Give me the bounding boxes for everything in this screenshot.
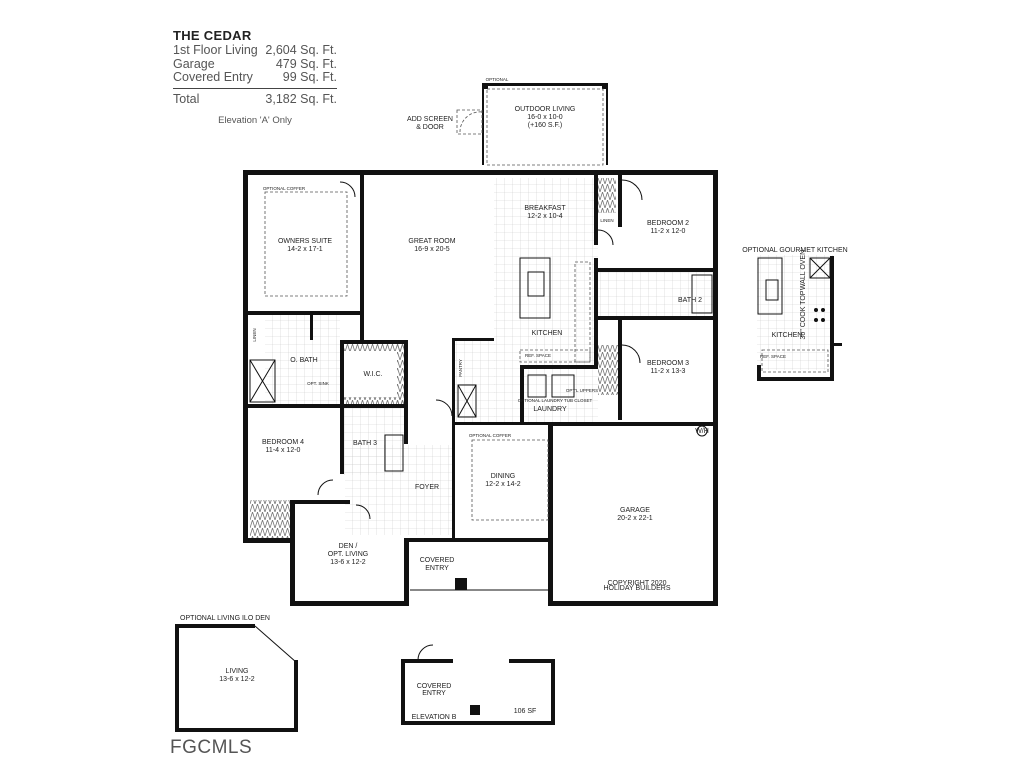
- sqft-row: Garage 479 Sq. Ft.: [173, 56, 337, 72]
- sqft-value: 479 Sq. Ft.: [275, 56, 337, 71]
- elevation-b-label: ELEVATION B: [412, 714, 457, 721]
- room-dims: 13-6 x 12-2: [219, 676, 255, 683]
- living-den-title: OPTIONAL LIVING ILO DEN: [180, 615, 270, 622]
- elevation-b-entry: COVERED ENTRY ELEVATION B 106 SF: [401, 644, 555, 725]
- room-area: (+160 S.F.): [528, 122, 562, 129]
- optional-living-ilo-den: OPTIONAL LIVING ILO DEN LIVING 13-6 x 12…: [175, 615, 298, 732]
- room-garage: GARAGE: [620, 507, 650, 514]
- room-covered-entry: COVERED: [417, 683, 452, 690]
- sqft-value: 99 Sq. Ft.: [282, 70, 337, 84]
- cooktop-label: 36" COOK TOP: [800, 290, 807, 339]
- optional-label: OPTIONAL: [486, 77, 509, 82]
- room-dims: 12-2 x 10-4: [527, 213, 563, 220]
- sqft-label: Covered Entry: [173, 70, 253, 84]
- room-dims: 11-2 x 12-0: [651, 228, 686, 235]
- sqft-value: 3,182 Sq. Ft.: [265, 91, 337, 106]
- elevation-note: Elevation 'A' Only: [218, 115, 292, 126]
- room-dims: 11-4 x 12-0: [266, 447, 301, 454]
- wall-oven-label: WALL OVEN: [800, 250, 807, 290]
- sqft-total-row: Total 3,182 Sq. Ft.: [173, 91, 337, 107]
- room-kitchen: KITCHEN: [532, 330, 563, 337]
- outdoor-living: OPTIONAL OUTDOOR LIVING 16-0 x 10-0 (+16…: [407, 77, 608, 166]
- room-bath-3: BATH 3: [353, 440, 377, 447]
- room-name: OUTDOOR LIVING: [515, 106, 576, 113]
- room-dims: 20-2 x 22-1: [617, 515, 653, 522]
- opt-sink-label: OPT. SINK: [307, 381, 329, 386]
- sqft-row: Covered Entry 99 Sq. Ft.: [173, 70, 337, 85]
- plan-title: THE CEDAR: [173, 28, 252, 43]
- laundry-option-label: OPTIONAL LAUNDRY TUB CLOSET: [518, 398, 593, 403]
- room-den: DEN /: [339, 543, 358, 550]
- sqft-value: 2,604 Sq. Ft.: [265, 43, 337, 57]
- copyright-label: COPYRIGHT 2020: [607, 580, 666, 587]
- screen-note: ADD SCREEN: [407, 116, 453, 123]
- room-owners-suite: OWNERS SUITE: [278, 238, 332, 245]
- room-dining: DINING: [491, 473, 516, 480]
- linen-label: LINEN: [252, 328, 257, 341]
- watermark: FGCMLS: [170, 737, 253, 758]
- sqft-label: Total: [173, 91, 200, 106]
- divider: [173, 87, 337, 89]
- sqft-row: 1st Floor Living 2,604 Sq. Ft.: [173, 43, 337, 58]
- room-dims: 14-2 x 17-1: [287, 246, 323, 253]
- room-kitchen: KITCHEN: [772, 332, 803, 339]
- sqft-label: Garage: [173, 56, 215, 71]
- room-bedroom-2: BEDROOM 2: [647, 220, 689, 227]
- room-laundry: LAUNDRY: [533, 406, 567, 413]
- copyright-label: HOLIDAY BUILDERS: [603, 585, 670, 592]
- main-house-walls: [243, 170, 718, 606]
- room-walk-in-closet: W.I.C.: [363, 371, 382, 378]
- screen-note: & DOOR: [416, 124, 444, 131]
- coffer-label: OPTIONAL COFFER: [469, 433, 512, 438]
- coffer-label: OPTIONAL COFFER: [263, 186, 306, 191]
- ref-space-label: REF. SPACE: [525, 353, 551, 358]
- water-heater-label: W/H: [695, 428, 709, 435]
- room-covered-entry: COVERED: [420, 557, 455, 564]
- room-covered-entry: ENTRY: [425, 565, 449, 572]
- room-bedroom-4: BEDROOM 4: [262, 439, 304, 446]
- optional-gourmet-kitchen: OPTIONAL GOURMET KITCHEN KITCHEN REF. SP…: [742, 247, 848, 381]
- ref-space-label: REF. SPACE: [760, 354, 786, 359]
- room-dims: 13-6 x 12-2: [330, 559, 366, 566]
- uppers-label: OPT'L UPPERS: [566, 388, 598, 393]
- room-covered-entry: ENTRY: [422, 690, 446, 697]
- linen-label: LINEN: [600, 218, 613, 223]
- room-living: LIVING: [226, 668, 249, 675]
- gourmet-kitchen-title: OPTIONAL GOURMET KITCHEN: [742, 247, 847, 254]
- room-dims: 11-2 x 13-3: [651, 368, 686, 375]
- room-breakfast: BREAKFAST: [524, 205, 566, 212]
- room-den: OPT. LIVING: [328, 551, 368, 558]
- room-dims: 12-2 x 14-2: [485, 481, 521, 488]
- room-foyer: FOYER: [415, 484, 439, 491]
- sqft-label: 1st Floor Living: [173, 43, 258, 57]
- room-dims: 16-9 x 20-5: [414, 246, 450, 253]
- room-great-room: GREAT ROOM: [408, 238, 455, 245]
- room-bath-2: BATH 2: [678, 297, 702, 304]
- room-owners-bath: O. BATH: [290, 357, 317, 364]
- pantry-label: PANTRY: [458, 359, 463, 377]
- elevation-b-area: 106 SF: [514, 708, 537, 715]
- room-labels: OPTIONAL COFFER OWNERS SUITE 14-2 x 17-1…: [252, 186, 709, 592]
- room-dims: 16-0 x 10-0: [527, 114, 563, 121]
- room-bedroom-3: BEDROOM 3: [647, 360, 689, 367]
